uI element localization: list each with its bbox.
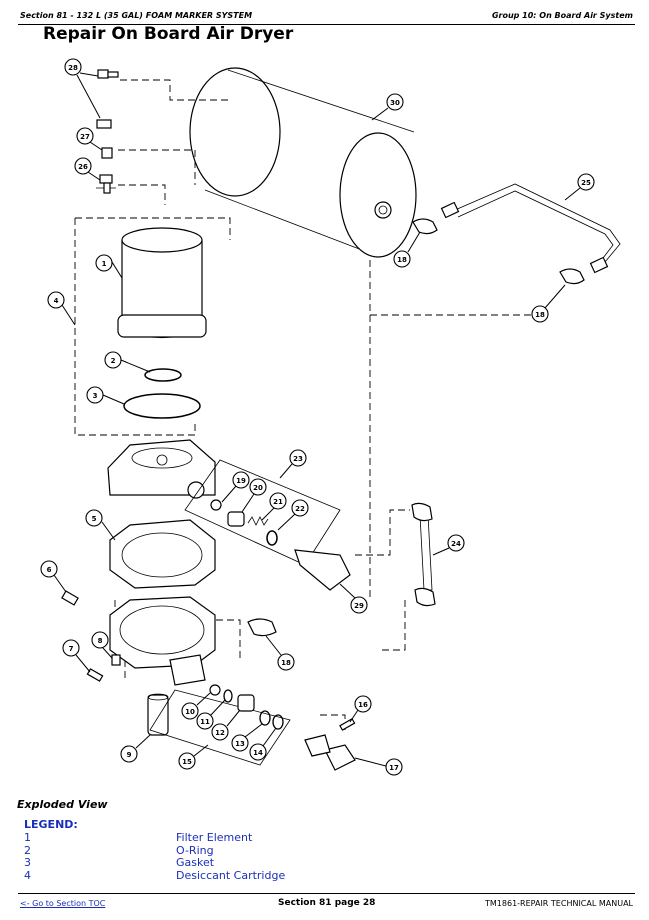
callout-1: 1	[95, 254, 123, 279]
manual-title: TM1861-REPAIR TECHNICAL MANUAL	[485, 899, 633, 908]
callout-3: 3	[86, 386, 125, 405]
section-title: Section 81 - 132 L (35 GAL) FOAM MARKER …	[20, 11, 253, 20]
legend: 1 Filter Element 2 O-Ring 3 Gasket 4 Des…	[24, 831, 444, 882]
legend-description: O-Ring	[176, 843, 214, 857]
svg-text:21: 21	[273, 498, 283, 506]
callout-11: 11	[196, 699, 226, 730]
svg-text:14: 14	[253, 749, 263, 757]
svg-text:2: 2	[111, 357, 116, 365]
svg-text:27: 27	[80, 133, 90, 141]
legend-title: LEGEND:	[24, 818, 78, 831]
svg-text:8: 8	[98, 637, 103, 645]
gasket	[123, 393, 201, 419]
svg-text:10: 10	[185, 708, 195, 716]
page-title: Repair On Board Air Dryer	[43, 24, 294, 44]
svg-text:23: 23	[293, 455, 303, 463]
legend-row: 1 Filter Element	[24, 831, 444, 844]
svg-text:12: 12	[215, 729, 225, 737]
callout-8: 8	[91, 631, 113, 659]
legend-number: 2	[24, 843, 31, 857]
section-toc-link[interactable]: <- Go to Section TOC	[20, 899, 106, 908]
callout-19: 19	[221, 471, 250, 503]
callout-22: 22	[277, 499, 309, 531]
page-number: Section 81 page 28	[278, 898, 376, 908]
svg-text:16: 16	[358, 701, 368, 709]
svg-text:19: 19	[236, 477, 246, 485]
callout-12: 12	[211, 709, 241, 741]
page-header: Section 81 - 132 L (35 GAL) FOAM MARKER …	[18, 8, 635, 25]
callout-5: 5	[85, 509, 116, 541]
relief-valve	[294, 549, 351, 591]
svg-text:13: 13	[235, 740, 245, 748]
legend-description: Filter Element	[176, 831, 253, 844]
legend-description: Desiccant Cartridge	[176, 868, 286, 882]
exploded-view-diagram: 1 2 3 4 5 6 7 8 9 10 11 12 13 14 15 16 1…	[40, 58, 621, 776]
callout-25: 25	[564, 173, 595, 201]
svg-text:15: 15	[182, 758, 192, 766]
callout-21: 21	[261, 492, 287, 521]
svg-text:9: 9	[127, 751, 132, 759]
callout-18c: 18	[265, 635, 295, 671]
figure-caption: Exploded View	[17, 798, 108, 811]
callout-30: 30	[371, 93, 404, 121]
svg-text:7: 7	[69, 645, 74, 653]
svg-text:4: 4	[54, 297, 59, 305]
callout-16: 16	[349, 695, 372, 723]
dryer-housing	[107, 439, 216, 499]
mounting-gasket	[109, 519, 216, 589]
callout-18a: 18	[393, 231, 421, 268]
legend-number: 1	[24, 831, 31, 844]
svg-text:22: 22	[295, 505, 305, 513]
o-ring	[144, 368, 182, 382]
air-line	[412, 183, 621, 285]
legend-row: 4 Desiccant Cartridge	[24, 869, 444, 882]
svg-text:3: 3	[93, 392, 98, 400]
callout-9: 9	[120, 734, 151, 763]
svg-text:18: 18	[397, 256, 407, 264]
callout-14: 14	[249, 727, 277, 761]
callout-18b: 18	[531, 284, 566, 323]
callout-13: 13	[231, 723, 263, 752]
svg-text:25: 25	[581, 179, 591, 187]
svg-text:28: 28	[68, 64, 78, 72]
svg-text:18: 18	[535, 311, 545, 319]
svg-text:6: 6	[47, 566, 52, 574]
svg-text:26: 26	[78, 163, 88, 171]
svg-text:11: 11	[200, 718, 210, 726]
svg-text:20: 20	[253, 484, 263, 492]
dryer-base	[109, 596, 216, 686]
callout-7: 7	[62, 639, 91, 673]
svg-text:29: 29	[354, 602, 364, 610]
svg-text:1: 1	[102, 260, 107, 268]
callout-10: 10	[181, 692, 211, 720]
callout-29: 29	[339, 583, 368, 614]
group-title: Group 10: On Board Air System	[491, 11, 633, 20]
page-footer: <- Go to Section TOC Section 81 page 28 …	[18, 893, 635, 914]
legend-row: 2 O-Ring	[24, 844, 444, 857]
callout-6: 6	[40, 560, 67, 593]
callout-2: 2	[104, 351, 151, 373]
legend-number: 3	[24, 856, 31, 870]
callout-17: 17	[354, 757, 403, 776]
svg-text:18: 18	[281, 659, 291, 667]
svg-text:17: 17	[389, 764, 399, 772]
svg-text:5: 5	[92, 515, 97, 523]
callout-24: 24	[432, 534, 465, 556]
callout-23: 23	[279, 449, 307, 479]
callout-20: 20	[241, 478, 267, 513]
callout-27: 27	[76, 127, 103, 151]
top-fittings	[96, 69, 119, 194]
legend-row: 3 Gasket	[24, 856, 444, 869]
callout-4: 4	[47, 291, 76, 326]
legend-number: 4	[24, 868, 31, 882]
callout-26: 26	[74, 157, 101, 181]
svg-text:24: 24	[451, 540, 461, 548]
filter-element	[117, 227, 207, 339]
callout-28: 28	[64, 58, 101, 119]
air-tank	[189, 67, 420, 258]
callout-15: 15	[178, 744, 209, 770]
legend-description: Gasket	[176, 856, 215, 870]
svg-text:30: 30	[390, 99, 400, 107]
